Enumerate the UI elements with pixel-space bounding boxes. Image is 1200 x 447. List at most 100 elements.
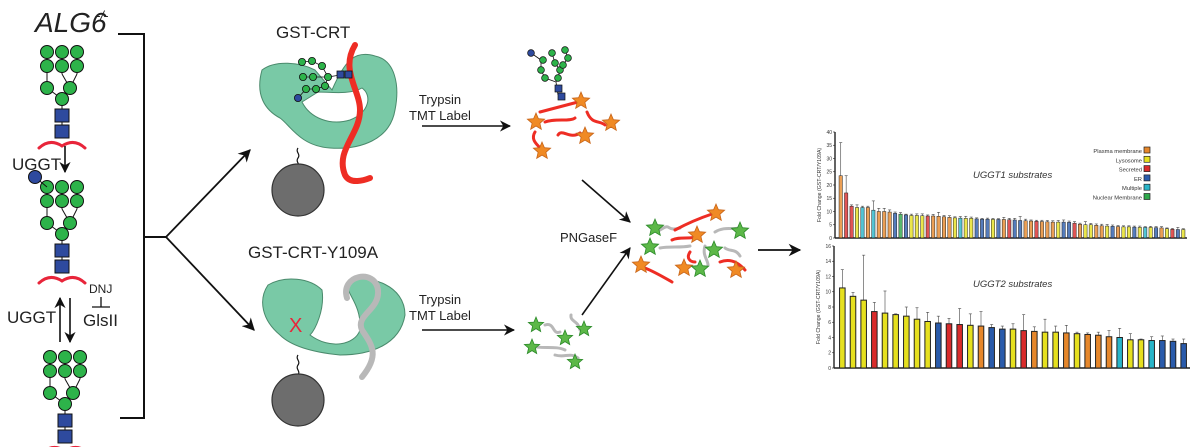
gst-crt-protein — [259, 53, 398, 149]
bar — [876, 211, 881, 239]
bar — [996, 219, 1001, 239]
bar — [977, 325, 985, 369]
arrow-to-gst-crt — [165, 149, 251, 238]
peptide-fragment — [543, 116, 577, 124]
mannose-icon — [320, 82, 329, 91]
bar — [1181, 229, 1186, 239]
bar — [920, 215, 925, 239]
mannose-icon — [554, 74, 562, 82]
mannose-icon — [73, 350, 87, 364]
legend-swatch — [1143, 155, 1151, 163]
y-tick-label: 14 — [825, 259, 831, 265]
left-panel: ALG6 -/- UGGT UGGT DNJ GlsII — [7, 7, 166, 447]
bar — [1001, 219, 1006, 239]
bar — [855, 207, 859, 239]
bar — [1095, 334, 1102, 369]
peptide-fragment — [702, 244, 710, 267]
bar — [1088, 224, 1093, 239]
glcnac-icon — [54, 108, 70, 123]
bar — [865, 207, 870, 239]
glcnac-icon — [54, 259, 70, 274]
bar — [1052, 331, 1059, 369]
bar — [925, 215, 930, 239]
mannose-icon — [63, 216, 77, 230]
mannose-icon — [70, 194, 84, 208]
mutation-x-icon: X — [289, 315, 302, 337]
glcnac-icon — [344, 70, 353, 79]
pngasef-label: PNGaseF — [560, 230, 617, 245]
y-tick-label: 2 — [828, 351, 831, 357]
y109a-protein — [262, 278, 406, 356]
mannose-icon — [73, 364, 87, 378]
y-tick-label: 8 — [828, 305, 831, 311]
legend-swatch — [1143, 193, 1151, 200]
bar — [1121, 226, 1126, 239]
bar — [936, 216, 941, 239]
substrate-peptide-red — [339, 42, 373, 184]
peptide-fragment — [673, 212, 714, 232]
tmt-tag-star-icon — [631, 254, 651, 274]
legend-swatch — [1143, 174, 1151, 182]
y-axis-label: Fold Change (GST-CRT/Y109A) — [817, 148, 823, 223]
mannose-icon — [308, 73, 317, 82]
mannose-icon — [63, 81, 77, 95]
bar — [985, 218, 990, 239]
mannose-icon — [40, 59, 54, 73]
tmt-label-top: TMT Label — [409, 108, 471, 123]
bar — [988, 327, 995, 369]
bar — [1159, 227, 1164, 239]
mannose-icon — [559, 61, 567, 69]
peptide-backbone — [37, 141, 87, 150]
bar — [1116, 337, 1123, 369]
mannose-icon — [55, 227, 69, 241]
bar — [1154, 227, 1159, 239]
bar — [1159, 340, 1166, 369]
glcnac-icon — [54, 243, 70, 258]
tmt-tag-star-icon — [687, 224, 707, 244]
mannose-icon — [40, 45, 54, 59]
y-tick-label: 16 — [825, 244, 831, 250]
bar — [947, 217, 952, 239]
mannose-icon — [301, 85, 310, 94]
tmt-tag-star-icon — [690, 258, 710, 278]
legend-swatch — [1143, 146, 1151, 154]
tmt-tag-star-icon — [526, 111, 546, 131]
y-tick-label: 4 — [828, 335, 831, 341]
tmt-tag-star-icon — [730, 220, 750, 240]
tmt-tag-star-icon — [532, 140, 552, 160]
tmt-tag-star-icon — [601, 112, 621, 132]
bar — [1094, 225, 1099, 239]
mannose-icon — [55, 194, 69, 208]
bar — [1056, 221, 1061, 239]
mannose-icon — [311, 85, 320, 94]
bar — [1099, 225, 1104, 239]
bar — [1084, 333, 1091, 369]
bar — [1180, 343, 1187, 369]
bar — [903, 315, 910, 369]
glycan-2-glucosylated — [28, 170, 87, 285]
y-tick-label: 12 — [825, 274, 831, 280]
legend-label: Multiple — [1122, 186, 1142, 192]
tmt-label-bottom: TMT Label — [409, 308, 471, 323]
trypsin-label-top: Trypsin — [419, 92, 461, 107]
glcnac-icon — [57, 429, 73, 444]
tmt-tag-star-icon — [726, 259, 746, 279]
tmt-tag-star-icon — [640, 236, 660, 256]
bar — [892, 314, 899, 369]
mannose-icon — [551, 59, 559, 67]
gst-crt-construct: GST-CRT — [259, 23, 398, 217]
mannose-icon — [537, 66, 545, 74]
peptide-fragment — [686, 250, 697, 264]
bar — [838, 175, 843, 239]
bar — [887, 211, 892, 239]
bar — [956, 324, 963, 369]
mannose-icon — [55, 180, 69, 194]
y-tick-label: 0 — [828, 366, 831, 372]
mannose-icon — [40, 194, 54, 208]
mannose-icon — [58, 350, 72, 364]
mixed-peptides — [631, 202, 750, 284]
bar — [1148, 340, 1155, 369]
mannose-icon — [70, 45, 84, 59]
